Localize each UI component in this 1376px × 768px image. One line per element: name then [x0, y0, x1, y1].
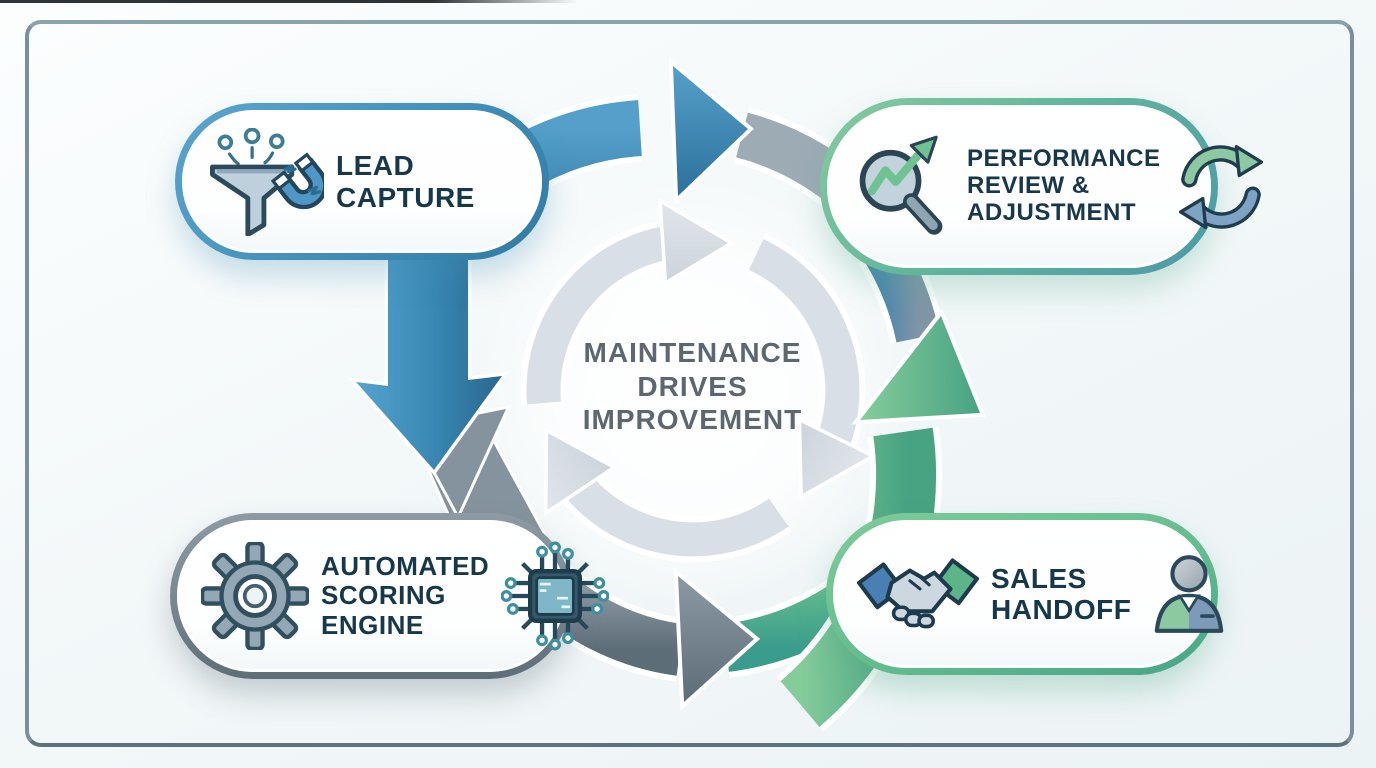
center-caption-line: MAINTENANCE: [583, 337, 802, 368]
node-label-automated-scoring: AUTOMATED SCORING ENGINE: [321, 551, 490, 640]
inner-cycle-ring: [520, 197, 878, 563]
center-caption-line: DRIVES: [637, 370, 748, 402]
refresh-cycle-icon: [1178, 144, 1263, 229]
arrow-lead-to-scoring: [347, 244, 510, 476]
funnel-magnet-icon: [210, 127, 324, 236]
top-edge-artifact: [0, 0, 578, 3]
node-label-sales-handoff: SALES HANDOFF: [991, 562, 1132, 625]
center-caption: MAINTENANCE DRIVES IMPROVEMENT: [520, 336, 865, 437]
node-lead-capture: LEAD CAPTURE: [175, 103, 549, 260]
handshake-icon: [857, 558, 979, 629]
node-label-performance-review: PERFORMANCE REVIEW & ADJUSTMENT: [967, 145, 1161, 226]
circuit-chip-icon: [501, 541, 610, 651]
center-caption-line: IMPROVEMENT: [582, 404, 803, 436]
node-sales-handoff: SALES HANDOFF: [826, 513, 1224, 675]
person-icon: [1155, 555, 1224, 633]
node-performance-review: PERFORMANCE REVIEW & ADJUSTMENT: [820, 98, 1263, 275]
magnifier-trend-icon: [859, 135, 943, 235]
gear-icon: [201, 542, 309, 650]
node-label-lead-capture: LEAD CAPTURE: [336, 150, 475, 213]
node-automated-scoring: AUTOMATED SCORING ENGINE: [170, 513, 610, 679]
